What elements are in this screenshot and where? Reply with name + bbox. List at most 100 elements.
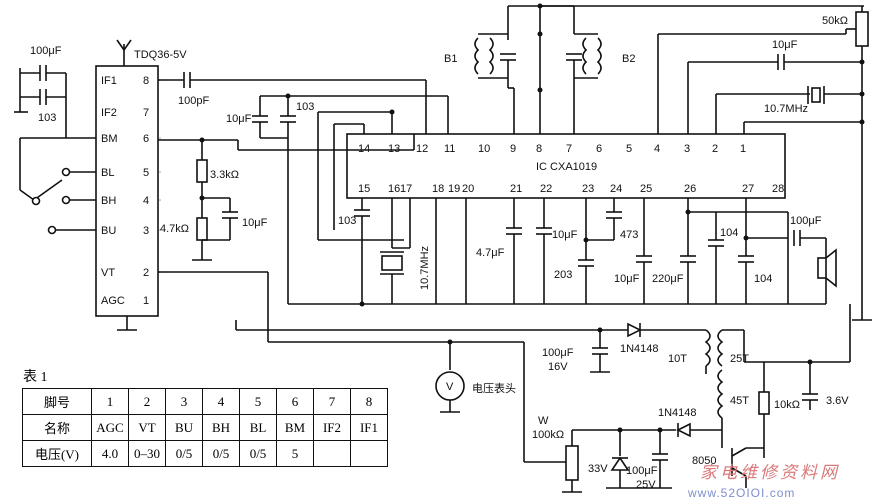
ic-pin-12: 12 xyxy=(416,143,428,155)
tuner-pin-num-3: 3 xyxy=(143,225,149,237)
table-cell: AGC xyxy=(91,414,129,441)
speaker-icon xyxy=(817,248,837,288)
table-cell: 0/5 xyxy=(202,440,240,467)
tuner-pin-label-bm: BM xyxy=(101,133,118,145)
tuner-body xyxy=(95,65,159,317)
c220u-label: 220μF xyxy=(652,273,684,285)
c100u-spk-label: 100μF xyxy=(790,215,822,227)
table-cell: 2 xyxy=(128,388,166,415)
ic-pin-20: 20 xyxy=(462,183,474,195)
table-cell: 0/5 xyxy=(165,440,203,467)
if1-line xyxy=(158,72,427,134)
tuner-pin-num-6: 6 xyxy=(143,133,149,145)
bottom-network xyxy=(288,198,827,307)
ic-pin-23: 23 xyxy=(582,183,594,195)
ic-pin-1: 1 xyxy=(740,143,746,155)
tuner-pin-label-bl: BL xyxy=(101,167,114,179)
c103-tl-label: 103 xyxy=(38,112,56,124)
vt-network xyxy=(158,271,706,463)
tuner-pin-num-4: 4 xyxy=(143,195,149,207)
table-cell: 0–30 xyxy=(128,440,166,467)
b2-label: B2 xyxy=(622,53,635,65)
ic-pin-21: 21 xyxy=(510,183,522,195)
ic-pin-16: 16 xyxy=(388,183,400,195)
xtal-top-label: 10.7MHz xyxy=(764,103,808,115)
ic-pin-6: 6 xyxy=(596,143,602,155)
t25-label: 25T xyxy=(730,353,749,365)
c10u-c-label: 10μF xyxy=(772,39,798,51)
c473-label: 473 xyxy=(620,229,638,241)
ic-pin-11: 11 xyxy=(444,143,455,155)
v25-label: 25V xyxy=(636,479,656,491)
table-cell: 4 xyxy=(202,388,240,415)
ic-pin-10: 10 xyxy=(478,143,490,155)
table-cell xyxy=(350,440,388,467)
ic-pin-2: 2 xyxy=(712,143,718,155)
table-cell: 8 xyxy=(350,388,388,415)
c203-label: 203 xyxy=(554,269,572,281)
ic-pin-26: 26 xyxy=(684,183,696,195)
tuner-pin-label-if1: IF1 xyxy=(101,75,117,87)
table-cell: 5 xyxy=(239,388,277,415)
ic-pin-14: 14 xyxy=(358,143,370,155)
table-cell: BU xyxy=(165,414,203,441)
ic-body xyxy=(346,133,786,199)
q-label: 8050 xyxy=(692,455,716,467)
table-cell: 4.0 xyxy=(91,440,129,467)
table-title: 表 1 xyxy=(23,370,48,385)
xtal-bot-label: 10.7MHz xyxy=(419,246,431,290)
pin14-network xyxy=(252,93,449,304)
tuner-pin-label-agc: AGC xyxy=(101,295,125,307)
transformer-b1 xyxy=(474,5,540,134)
meter-label: 电压表头 xyxy=(472,381,516,395)
tuner-pin-num-8: 8 xyxy=(143,75,149,87)
antenna-icon xyxy=(116,39,132,66)
pot-network xyxy=(657,6,872,321)
ic-pin-17: 17 xyxy=(400,183,412,195)
r50k-label: 50kΩ xyxy=(822,15,848,27)
table-cell: BH xyxy=(202,414,240,441)
r33k-label: 3.3kΩ xyxy=(210,169,239,181)
v36-label: 3.6V xyxy=(826,395,849,407)
table-cell: IF1 xyxy=(350,414,388,441)
tuner-pin-num-2: 2 xyxy=(143,267,149,279)
ic-pin-5: 5 xyxy=(626,143,632,155)
top-left-network xyxy=(14,65,96,235)
ic-pin-8: 8 xyxy=(536,143,542,155)
w-val-label: 100kΩ xyxy=(532,429,564,441)
table-cell: BM xyxy=(276,414,314,441)
table-cell: 3 xyxy=(165,388,203,415)
ic-pin-22: 22 xyxy=(540,183,552,195)
tuner-pin-num-5: 5 xyxy=(143,167,149,179)
c10u-b-label: 10μF xyxy=(242,217,268,229)
c103-b-label: 103 xyxy=(338,215,356,227)
z33-label: 33V xyxy=(588,463,608,475)
tuner-pin-label-if2: IF2 xyxy=(101,107,117,119)
c104-b-label: 104 xyxy=(754,273,772,285)
table-cell: VT xyxy=(128,414,166,441)
bm-network xyxy=(158,134,415,261)
c103-a-label: 103 xyxy=(296,101,314,113)
c10u-a-label: 10μF xyxy=(226,113,252,125)
ic-name: IC CXA1019 xyxy=(536,161,597,173)
ic-pin-18: 18 xyxy=(432,183,444,195)
r10k-label: 10kΩ xyxy=(774,399,800,411)
bottom-supply xyxy=(562,422,764,493)
table-cell: 7 xyxy=(313,388,351,415)
c100u-16v-label: 100μF xyxy=(542,347,574,359)
c100p-label: 100pF xyxy=(178,95,209,107)
r47k-label: 4.7kΩ xyxy=(160,223,189,235)
osc-transformer xyxy=(704,304,851,458)
meter-icon: V xyxy=(446,381,454,393)
table-cell: IF2 xyxy=(313,414,351,441)
ic-pin-25: 25 xyxy=(640,183,652,195)
tuner-pin-label-vt: VT xyxy=(101,267,115,279)
ic-pin-27: 27 xyxy=(742,183,754,195)
c10u-e-label: 10μF xyxy=(614,273,640,285)
tuner-pin-label-bu: BU xyxy=(101,225,116,237)
